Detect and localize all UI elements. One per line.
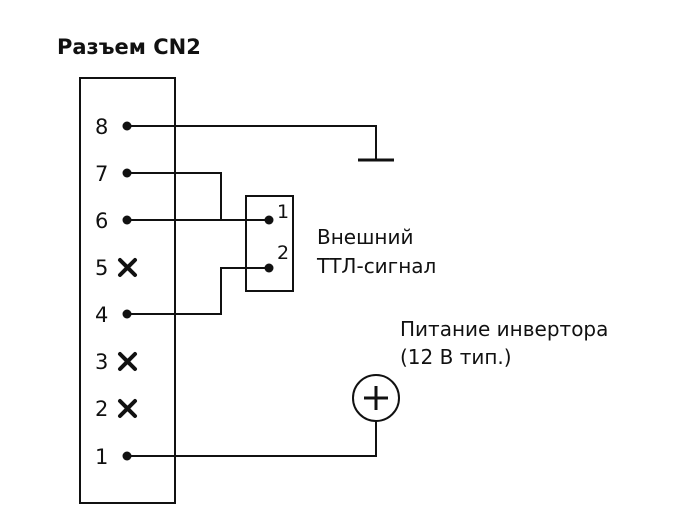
pin-4-label: 4	[95, 303, 108, 327]
pin-8: 8	[95, 115, 132, 139]
pin-7: 7	[95, 162, 132, 186]
connector-body	[79, 77, 176, 504]
power-label-line1: Питание инвертора	[400, 317, 608, 341]
pin-6-label: 6	[95, 209, 108, 233]
pin-7-label: 7	[95, 162, 108, 186]
pin-1: 1	[95, 445, 132, 469]
ttl-label-line1: Внешний	[317, 225, 413, 249]
ttl-connector-box	[245, 195, 294, 292]
wire-pin1-power	[127, 421, 377, 457]
pin-3-label: 3	[95, 350, 108, 374]
pin-5: 5	[95, 256, 137, 280]
pin-2-no-connect-icon	[118, 399, 137, 418]
pin-5-label: 5	[95, 256, 108, 280]
pin-6: 6	[95, 209, 132, 233]
connector-title: Разъем CN2	[57, 35, 201, 59]
wire-pin8-ground	[127, 125, 377, 160]
ttl-pin2-label: 2	[277, 242, 289, 264]
pin-4: 4	[95, 303, 132, 327]
ttl-pin1-label: 1	[277, 201, 289, 223]
pin-5-no-connect-icon	[118, 258, 137, 277]
ttl-label-line2: ТТЛ-сигнал	[316, 254, 436, 278]
pin-2-label: 2	[95, 397, 108, 421]
pin-8-label: 8	[95, 115, 108, 139]
pin-2: 2	[95, 397, 137, 421]
pin-1-label: 1	[95, 445, 108, 469]
pin-3: 3	[95, 350, 137, 374]
ttl-pin2-terminal	[264, 263, 274, 273]
ttl-pin1-terminal	[264, 215, 274, 225]
power-plus-icon	[352, 374, 400, 422]
pin-3-no-connect-icon	[118, 352, 137, 371]
wire-pin7	[127, 172, 222, 219]
power-label-line2: (12 В тип.)	[400, 345, 512, 369]
